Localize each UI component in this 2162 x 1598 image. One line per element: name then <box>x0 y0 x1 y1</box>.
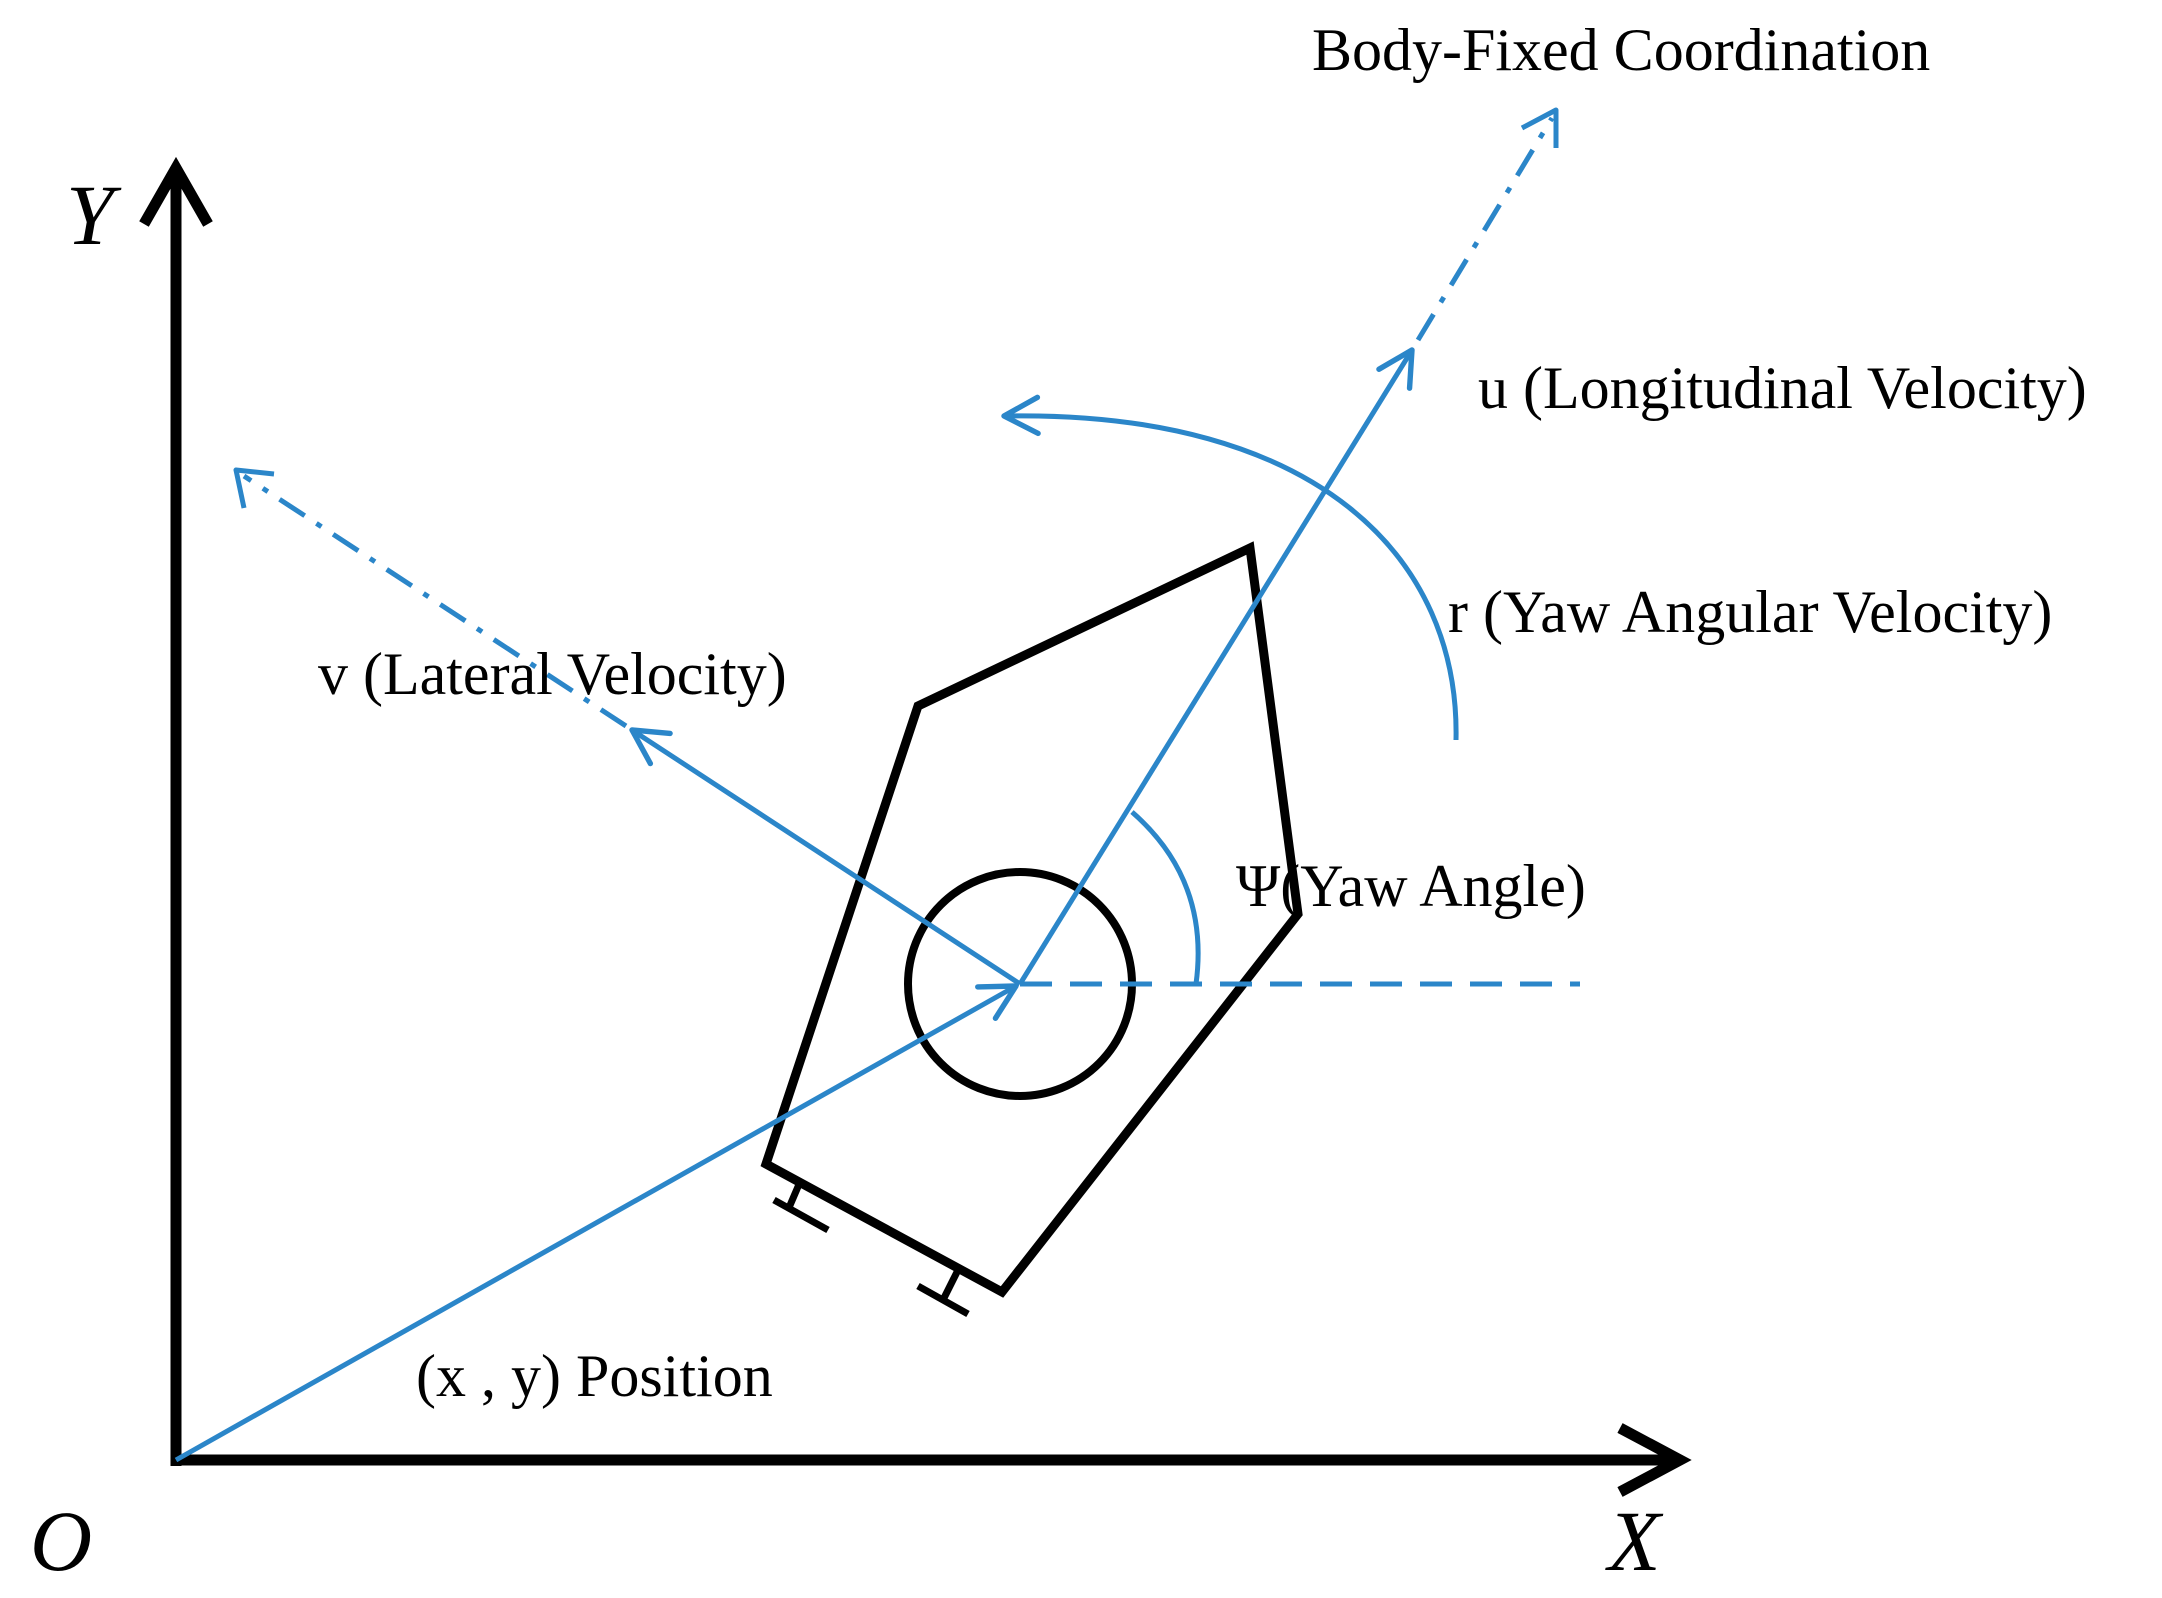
x-axis-label: X <box>1605 1493 1664 1589</box>
surge-axis-extension <box>1415 116 1555 342</box>
y-axis-arrowhead <box>139 156 213 227</box>
global-axes <box>139 156 1692 1497</box>
position-vector <box>174 983 1019 1463</box>
lateral-velocity-label: v (Lateral Velocity) <box>318 641 787 707</box>
sway-extension-arrowhead <box>233 467 275 509</box>
y-axis-label: Y <box>66 167 122 263</box>
thruster-right <box>916 1268 970 1318</box>
surge-extension-arrowhead <box>1520 107 1559 148</box>
longitudinal-velocity-label: u (Longitudinal Velocity) <box>1478 355 2087 421</box>
position-label: (x , y) Position <box>416 1343 773 1409</box>
yaw-angular-velocity-label: r (Yaw Angular Velocity) <box>1448 579 2052 645</box>
sway-axis-extension <box>242 473 628 729</box>
body-fixed-vectors <box>174 107 1580 1463</box>
yaw-angle-arc <box>1130 810 1201 985</box>
yaw-angle-label: Ψ(Yaw Angle) <box>1236 853 1586 919</box>
x-axis-arrowhead <box>1617 1423 1692 1497</box>
surge-axis-vector <box>1017 347 1415 986</box>
yaw-rate-arc <box>1001 394 1459 741</box>
diagram-title: Body-Fixed Coordination <box>1312 17 1930 83</box>
origin-label: O <box>30 1493 92 1589</box>
labels: Body-Fixed Coordination u (Longitudinal … <box>30 17 2087 1589</box>
sway-axis-vector <box>629 727 1022 987</box>
vessel-hull <box>760 541 1303 1298</box>
thruster-left <box>772 1180 830 1234</box>
